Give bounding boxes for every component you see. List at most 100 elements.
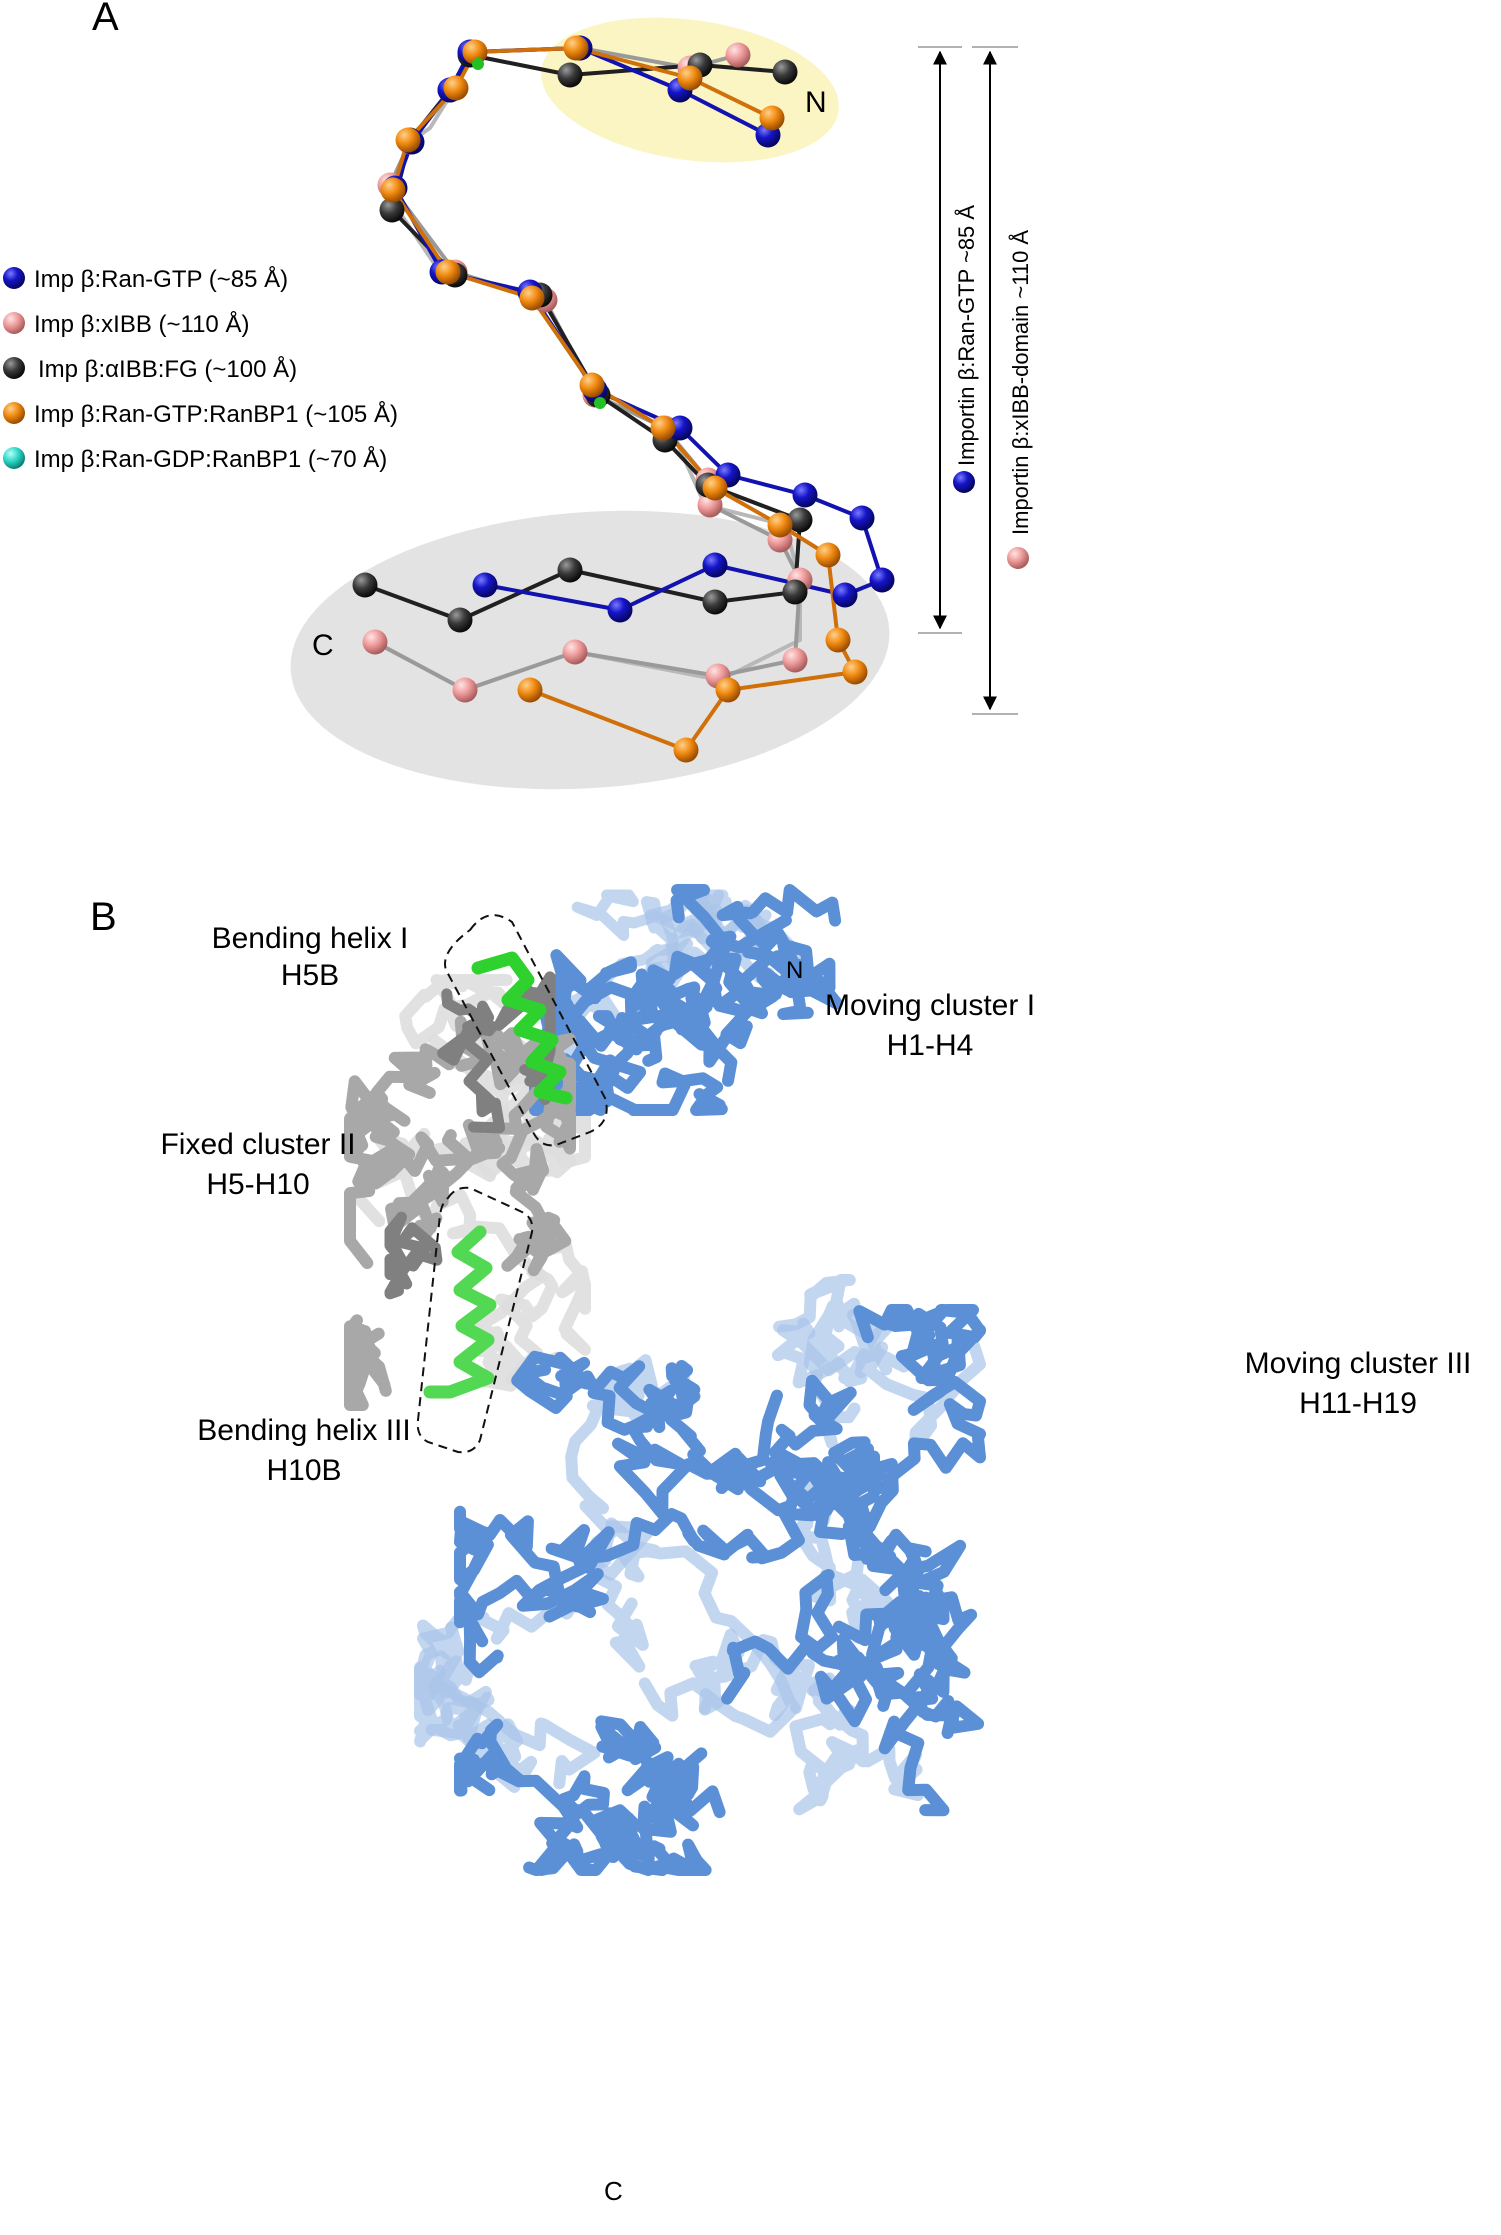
pink-sphere [782, 647, 808, 673]
moving-cluster-3 [804, 1436, 897, 1565]
legend-item-ran-gdp-ranbp1: Imp β:Ran-GDP:RanBP1 (~70 Å) [34, 445, 387, 473]
bending-helix-3 [423, 1225, 497, 1399]
orange-sphere [842, 659, 868, 685]
orange-sphere [435, 259, 461, 285]
dimension-label-xibb: Importin β:xIBB-domain ~110 Å [1008, 230, 1033, 535]
orange-sphere [825, 627, 851, 653]
bending-helix-1-label: Bending helix I [212, 922, 409, 955]
n-terminus-label-a: N [805, 86, 827, 119]
moving-cluster-3 [511, 1350, 701, 1436]
moving-cluster-3-range: H11-H19 [1299, 1387, 1417, 1420]
orange-sphere [517, 677, 543, 703]
moving-cluster-3 [870, 1589, 985, 1817]
orange-sphere [759, 105, 785, 131]
orange-sphere [677, 65, 703, 91]
orange-sphere [380, 177, 406, 203]
moving-cluster-1 [670, 884, 843, 1020]
trace-spheres [352, 35, 895, 763]
orange-sphere [673, 737, 699, 763]
moving-cluster-3 [612, 1381, 783, 1520]
bending-helix-3-label: Bending helix III [197, 1414, 410, 1447]
fixed-cluster-2-dark [437, 988, 506, 1134]
fixed-cluster-2 [344, 1314, 392, 1411]
dark-gray-sphere-icon [3, 357, 25, 379]
fixed-cluster-2-dark [384, 1211, 443, 1300]
pink-sphere [452, 677, 478, 703]
green-sphere [594, 397, 606, 409]
legend-item-ran-gtp-ranbp1: Imp β:Ran-GTP:RanBP1 (~105 Å) [34, 400, 398, 428]
moving-cluster-3 [702, 1374, 859, 1565]
cyan-sphere-icon [3, 447, 25, 469]
moving-cluster-3 [454, 1505, 565, 1679]
green-sphere [472, 58, 484, 70]
moving-cluster-1 [592, 972, 738, 1087]
pink-sphere [362, 629, 388, 655]
pink-sphere [562, 639, 588, 665]
dark-sphere [782, 579, 808, 605]
dimension-label-ran-gtp: Importin β:Ran-GTP ~85 Å [954, 205, 979, 466]
orange-sphere [519, 285, 545, 311]
moving-cluster-3 [595, 1715, 708, 1832]
c-terminal-highlight [290, 510, 890, 790]
bending-helix-1-box [444, 914, 608, 1147]
orange-sphere [702, 475, 728, 501]
legend-item-ran-gtp: Imp β:Ran-GTP (~85 Å) [34, 265, 288, 293]
orange-sphere [715, 677, 741, 703]
fixed-cluster-2 [496, 1033, 576, 1181]
trace-dark [363, 53, 802, 622]
bending-helix-1-range: H5B [281, 959, 339, 992]
c-terminus-label-a: C [312, 629, 334, 662]
dimension-ran-gtp: Importin β:Ran-GTP ~85 Å [918, 46, 979, 634]
orange-sphere [767, 512, 793, 538]
orange-sphere [443, 75, 469, 101]
moving-cluster-3-label: Moving cluster III [1245, 1347, 1472, 1380]
dark-sphere [352, 572, 378, 598]
orange-sphere [650, 415, 676, 441]
pink-sphere-icon [3, 312, 25, 334]
moving-cluster-3-back [589, 1517, 801, 1738]
moving-cluster-3 [853, 1304, 986, 1387]
n-terminus-label-b: N [786, 957, 803, 984]
dark-sphere [787, 507, 813, 533]
fixed-cluster-2-back [399, 974, 513, 1050]
fixed-cluster-2 [344, 1075, 416, 1190]
bending-helix-1 [471, 951, 573, 1105]
bending-helix-3-box [416, 1186, 534, 1454]
legend: Imp β:Ran-GTP (~85 Å) Imp β:xIBB (~110 Å… [3, 265, 398, 473]
moving-cluster-3 [721, 1569, 896, 1728]
fixed-cluster-2 [385, 1129, 476, 1240]
dimension-xibb: Importin β:xIBB-domain ~110 Å [972, 46, 1033, 715]
dark-sphere [557, 62, 583, 88]
blue-sphere [472, 572, 498, 598]
dark-sphere [447, 607, 473, 633]
orange-sphere-icon [3, 402, 25, 424]
pink-sphere-icon [1007, 547, 1029, 569]
dark-sphere [557, 557, 583, 583]
orange-sphere [395, 127, 421, 153]
moving-cluster-1-label: Moving cluster I [825, 989, 1035, 1022]
blue-sphere [832, 582, 858, 608]
dark-sphere [772, 59, 798, 85]
fixed-cluster-2-range: H5-H10 [206, 1168, 309, 1201]
orange-sphere [563, 35, 589, 61]
moving-cluster-3 [764, 1324, 986, 1533]
orange-sphere [815, 542, 841, 568]
bending-helix-3-range: H10B [266, 1454, 341, 1487]
moving-cluster-3-back [414, 1619, 492, 1748]
blue-sphere [607, 597, 633, 623]
legend-item-xibb: Imp β:xIBB (~110 Å) [34, 310, 249, 338]
moving-cluster-3 [454, 1718, 584, 1876]
blue-sphere [702, 552, 728, 578]
moving-cluster-3-back [773, 1274, 910, 1388]
moving-cluster-1 [637, 935, 768, 1068]
fixed-cluster-2-back [372, 1164, 549, 1392]
blue-sphere [869, 567, 895, 593]
fixed-cluster-2-label: Fixed cluster II [160, 1128, 355, 1161]
fixed-cluster-2 [501, 1143, 572, 1277]
moving-cluster-1-range: H1-H4 [887, 1029, 974, 1062]
pink-sphere [725, 42, 751, 68]
moving-cluster-3 [832, 1542, 978, 1679]
moving-cluster-3 [516, 1508, 772, 1623]
panel-a-label: A [92, 0, 119, 39]
